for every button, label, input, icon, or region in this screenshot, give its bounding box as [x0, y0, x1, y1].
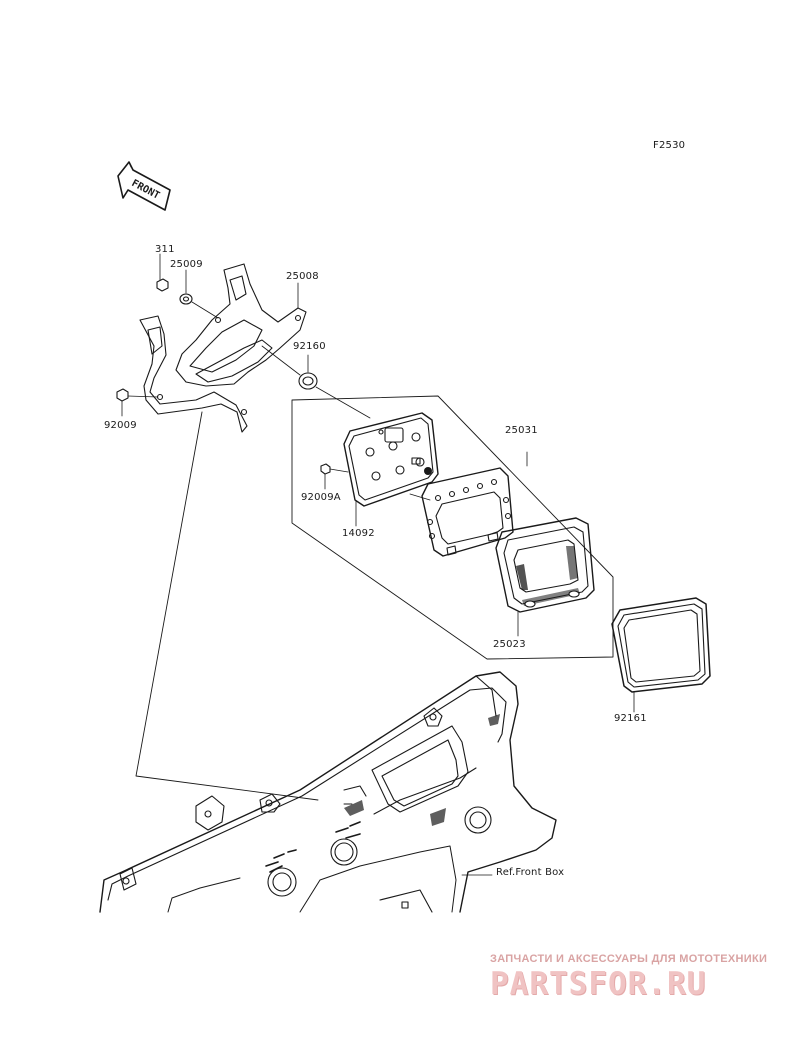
washer-25009-icon	[179, 269, 219, 319]
part-label-92161: 92161	[614, 713, 647, 724]
front-arrow-icon: FRONT	[117, 161, 171, 211]
figure-code: F2530	[653, 140, 686, 151]
part-label-92009A: 92009A	[301, 492, 341, 503]
part-label-25031: 25031	[505, 425, 538, 436]
part-label-25023: 25023	[493, 639, 526, 650]
meter-inner-frame	[409, 467, 514, 557]
part-label-25009: 25009	[170, 259, 203, 270]
meter-case-14092	[343, 412, 439, 527]
meter-display-25023	[495, 517, 595, 637]
screw-92009A-icon	[320, 463, 349, 490]
grommet-92160-icon	[261, 345, 371, 419]
watermark-logo: PARTSFOR.RU	[490, 966, 707, 1002]
part-label-92009: 92009	[104, 420, 137, 431]
screw-311-icon	[156, 253, 169, 292]
seal-92161	[611, 597, 711, 713]
part-label-92160: 92160	[293, 341, 326, 352]
part-label-311: 311	[155, 244, 175, 255]
front-box-reference	[99, 671, 557, 913]
assembly-25031-outline	[291, 395, 614, 660]
watermark-tagline: ЗАПЧАСТИ И АКСЕССУАРЫ ДЛЯ МОТОТЕХНИКИ	[490, 953, 768, 965]
part-label-25008: 25008	[286, 271, 319, 282]
screw-92009-icon	[116, 388, 159, 417]
bracket-25008	[139, 263, 307, 433]
part-label-14092: 14092	[342, 528, 375, 539]
reference-label-front-box: Ref.Front Box	[496, 867, 565, 878]
